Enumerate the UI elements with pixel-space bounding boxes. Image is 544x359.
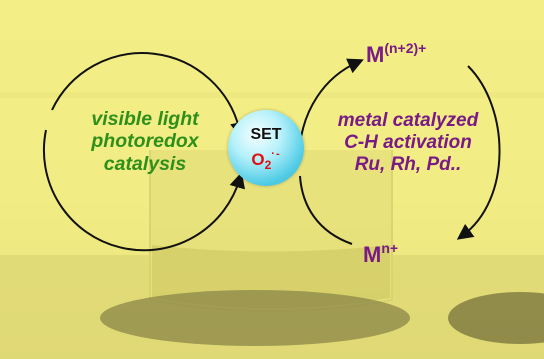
superoxide-symbol: O xyxy=(251,150,265,169)
ch-activation-cycle-label: metal catalyzed C-H activation Ru, Rh, P… xyxy=(318,110,498,176)
photoredox-line-2: photoredox xyxy=(91,130,199,153)
left-cycle-upper-arc xyxy=(51,52,246,139)
photoredox-line-1: visible light xyxy=(91,108,199,130)
second-vessel-shadow xyxy=(448,292,544,344)
photoredox-line-3: catalysis xyxy=(103,152,187,175)
right-cycle-right-arc xyxy=(456,65,501,240)
ch-activation-line-2: C-H activation xyxy=(344,131,472,153)
superoxide-subscript: 2 xyxy=(264,158,272,172)
right-cycle xyxy=(299,58,501,245)
metal-reduced-state: Mn+ xyxy=(363,241,398,266)
metal-reduced-charge: n+ xyxy=(381,240,399,256)
right-cycle-upper-arc xyxy=(299,58,364,145)
superoxide-label: O2·- xyxy=(228,148,304,172)
upper-band xyxy=(0,92,544,98)
ch-activation-line-1: metal catalyzed xyxy=(337,110,479,131)
background-photo xyxy=(0,92,544,359)
set-sphere: SET O2·- xyxy=(228,110,304,186)
metal-oxidized-charge: (n+2)+ xyxy=(384,40,427,56)
photoredox-cycle-label: visible light photoredox catalysis xyxy=(70,108,220,175)
right-cycle-lower-arc xyxy=(299,175,353,245)
set-label: SET xyxy=(250,126,282,143)
left-cycle-lower-arc xyxy=(43,129,246,252)
metal-reduced-symbol: M xyxy=(363,242,382,267)
metal-oxidized-symbol: M xyxy=(366,42,385,67)
superoxide-charge: ·- xyxy=(271,148,281,160)
jar-liquid xyxy=(152,245,390,308)
ch-activation-line-3: Ru, Rh, Pd.. xyxy=(354,153,462,175)
jar-shadow xyxy=(100,290,410,346)
left-cycle xyxy=(43,52,246,252)
metal-oxidized-state: M(n+2)+ xyxy=(366,41,426,66)
